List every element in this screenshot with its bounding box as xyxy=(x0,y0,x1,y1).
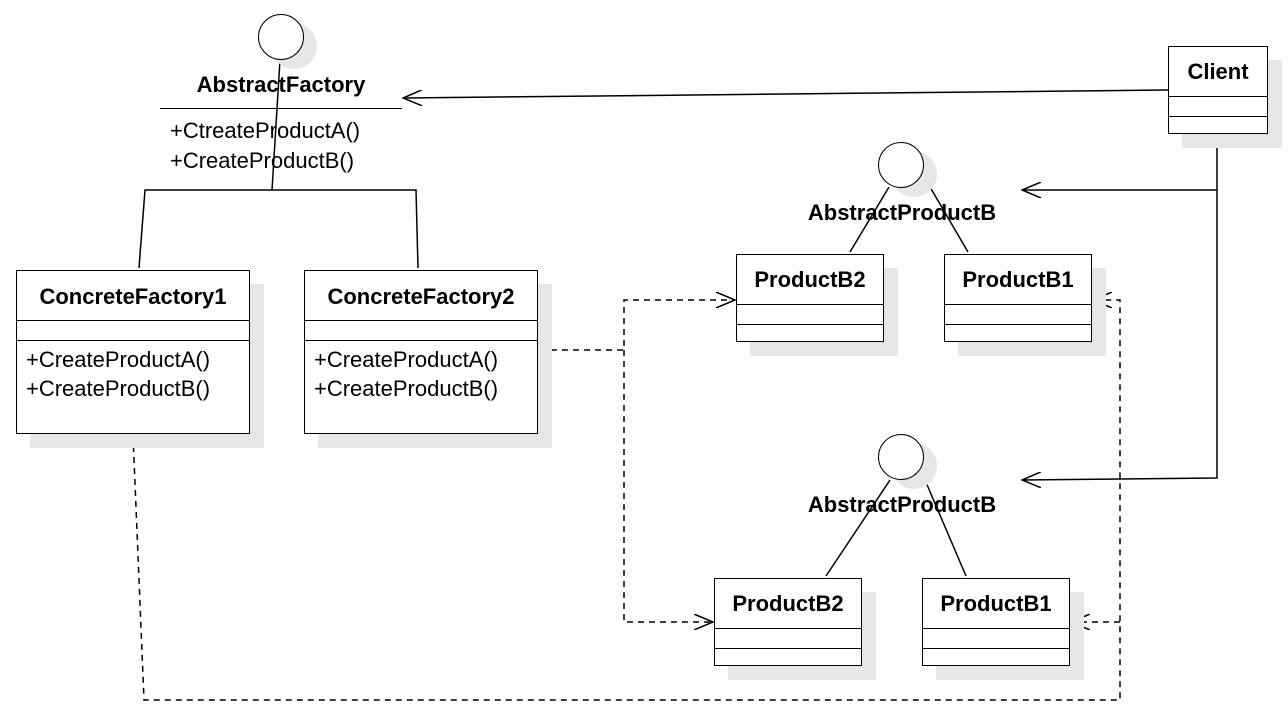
client-name: Client xyxy=(1187,59,1249,84)
abstract-factory-op-b: +CreateProductB() xyxy=(170,148,355,173)
client-class[interactable]: Client xyxy=(1168,46,1268,134)
product-b1-bottom-attributes xyxy=(923,628,1069,648)
product-b1-bottom-name: ProductB1 xyxy=(940,591,1052,616)
client-factory-association xyxy=(403,89,1169,98)
factory-interface-stem xyxy=(271,59,281,191)
product-bottom-realization-right xyxy=(924,479,967,577)
abstract-factory-divider xyxy=(160,108,402,109)
concrete-factory-2-op-b: +CreateProductB() xyxy=(314,376,499,401)
product-b2-bottom-name: ProductB2 xyxy=(732,591,844,616)
concrete-factory-1-class[interactable]: ConcreteFactory1 +CreateProductA() +Crea… xyxy=(16,270,250,434)
factory-realization-lines xyxy=(138,189,419,269)
concrete-factory-2-op-a: +CreateProductA() xyxy=(314,347,499,372)
product-b2-top-attributes xyxy=(737,304,883,324)
product-b2-top-class[interactable]: ProductB2 xyxy=(736,254,884,342)
client-operations xyxy=(1169,116,1267,134)
product-b2-bottom-attributes xyxy=(715,628,861,648)
product-bottom-interface-circle xyxy=(878,434,924,480)
concrete-factory-1-operations: +CreateProductA() +CreateProductB() xyxy=(17,340,249,403)
concrete-factory-2-operations: +CreateProductA() +CreateProductB() xyxy=(305,340,537,403)
product-top-interface-circle xyxy=(878,142,924,188)
product-b1-bottom-operations xyxy=(923,648,1069,666)
client-product-bottom-association xyxy=(1022,190,1218,480)
product-b1-bottom-class[interactable]: ProductB1 xyxy=(922,578,1070,666)
concrete-factory-2-name: ConcreteFactory2 xyxy=(327,284,515,309)
product-top-interface-name: AbstractProductB xyxy=(807,200,997,225)
product-b2-top-operations xyxy=(737,324,883,342)
concrete-factory-1-name: ConcreteFactory1 xyxy=(39,284,227,309)
concrete-factory-1-op-b: +CreateProductB() xyxy=(26,376,211,401)
abstract-factory-op-a: +CtreateProductA() xyxy=(170,118,361,143)
product-b2-bottom-class[interactable]: ProductB2 xyxy=(714,578,862,666)
product-top-realization-left xyxy=(849,186,890,253)
product-top-realization-right xyxy=(929,186,969,253)
product-b1-top-operations xyxy=(945,324,1091,342)
abstract-factory-name: AbstractFactory xyxy=(196,72,366,97)
product-bottom-realization-left xyxy=(825,479,891,577)
product-b1-top-name: ProductB1 xyxy=(962,267,1074,292)
client-attributes xyxy=(1169,96,1267,116)
concrete-factory-1-attributes xyxy=(17,320,249,340)
concrete-factory-2-attributes xyxy=(305,320,537,340)
abstract-factory-interface-circle xyxy=(258,14,304,60)
product-b2-bottom-operations xyxy=(715,648,861,666)
product-b1-top-class[interactable]: ProductB1 xyxy=(944,254,1092,342)
factory1-dependency-path xyxy=(132,300,1121,701)
product-bottom-interface-name: AbstractProductB xyxy=(807,492,997,517)
factory2-dependency-b2-bottom xyxy=(623,350,713,622)
product-b1-top-attributes xyxy=(945,304,1091,324)
factory2-dependency-b2-top xyxy=(540,300,735,351)
concrete-factory-2-class[interactable]: ConcreteFactory2 +CreateProductA() +Crea… xyxy=(304,270,538,434)
product-b2-top-name: ProductB2 xyxy=(754,267,866,292)
concrete-factory-1-op-a: +CreateProductA() xyxy=(26,347,211,372)
